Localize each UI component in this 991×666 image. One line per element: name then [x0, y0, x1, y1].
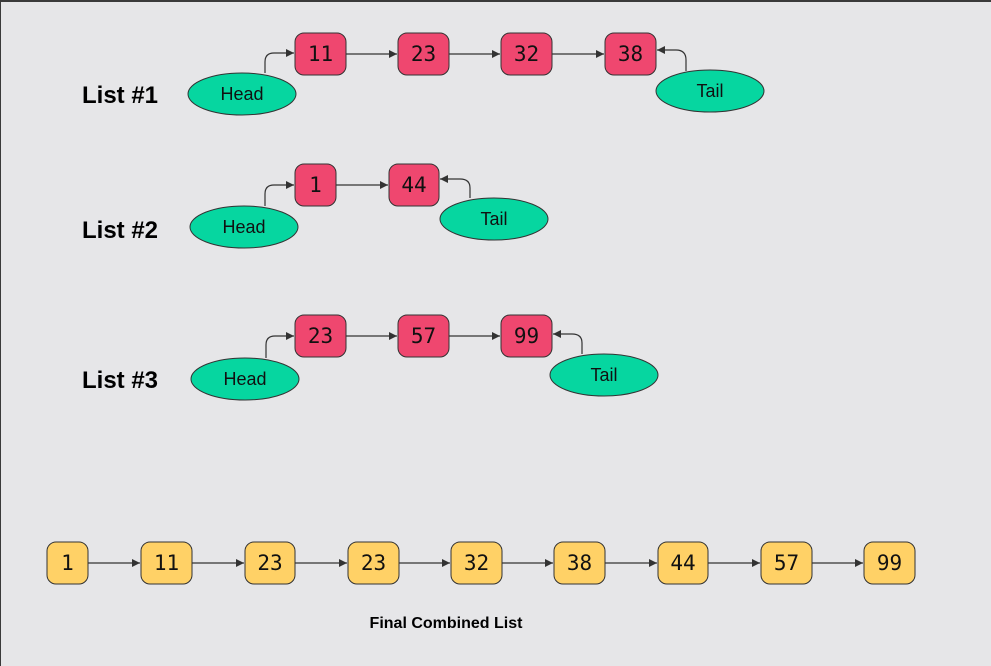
combined-node-8: 57 [760, 541, 813, 585]
combined-node-5: 32 [450, 541, 503, 585]
list-1-tail-label: Tail [696, 81, 723, 101]
list-1-node-4: 38 [604, 32, 657, 76]
list-1-node-2: 23 [397, 32, 450, 76]
list-3-node-1: 23 [294, 314, 347, 358]
list-3-label: List #3 [82, 367, 158, 394]
list-2: List #2 Head 1 44 Tail [82, 163, 549, 249]
list-3-node-1-value: 23 [308, 324, 333, 348]
combined-node-6: 38 [553, 541, 606, 585]
list-3-tail-label: Tail [590, 365, 617, 385]
combined-list: 1 11 23 23 32 38 44 57 [46, 541, 916, 632]
list-2-node-1: 1 [294, 163, 337, 207]
combined-node-9-value: 99 [877, 551, 902, 575]
combined-node-7: 44 [657, 541, 709, 585]
list-2-node-2: 44 [388, 163, 440, 207]
combined-node-8-value: 57 [774, 551, 799, 575]
list-3-node-3-value: 99 [514, 324, 539, 348]
list-1-node-1-value: 11 [308, 42, 333, 66]
list-1-node-2-value: 23 [411, 42, 436, 66]
list-1-head-arrow [264, 49, 294, 73]
list-3-node-2-value: 57 [411, 324, 436, 348]
combined-node-3: 23 [244, 541, 296, 585]
combined-node-1: 1 [46, 541, 89, 585]
combined-node-3-value: 23 [257, 551, 282, 575]
list-2-tail-arrow [440, 175, 471, 198]
window-left-border [0, 0, 1, 666]
list-1-node-3-value: 32 [514, 42, 539, 66]
list-3-tail-pointer: Tail [549, 353, 659, 397]
combined-node-2: 11 [140, 541, 193, 585]
list-3-head-label: Head [223, 369, 266, 389]
list-1-label: List #1 [82, 82, 158, 109]
list-1-node-1: 11 [294, 32, 347, 76]
list-1-tail-arrow [657, 46, 687, 71]
combined-node-6-value: 38 [567, 551, 592, 575]
list-1-head-pointer: Head [187, 72, 297, 116]
list-3-head-pointer: Head [190, 357, 300, 401]
list-2-label: List #2 [82, 217, 158, 244]
list-3-tail-arrow [553, 330, 583, 354]
list-3-head-arrow [265, 332, 294, 358]
window-top-border [0, 0, 991, 2]
list-2-head-pointer: Head [189, 205, 299, 249]
list-2-head-label: Head [222, 217, 265, 237]
list-1-head-label: Head [220, 84, 263, 104]
combined-node-5-value: 32 [464, 551, 489, 575]
list-2-head-arrow [264, 181, 294, 206]
list-1-node-4-value: 38 [618, 42, 643, 66]
list-1: List #1 Head 11 23 32 38 Tail [82, 32, 765, 116]
combined-node-9: 99 [863, 541, 916, 585]
combined-node-1-value: 1 [61, 551, 74, 575]
list-1-node-3: 32 [500, 32, 553, 76]
list-2-tail-pointer: Tail [439, 197, 549, 241]
combined-node-7-value: 44 [670, 551, 695, 575]
combined-node-4: 23 [347, 541, 400, 585]
list-2-node-1-value: 1 [309, 173, 322, 197]
list-3-node-2: 57 [397, 314, 450, 358]
list-3: List #3 Head 23 57 99 Tail [82, 314, 659, 401]
list-1-tail-pointer: Tail [655, 69, 765, 113]
combined-node-2-value: 11 [154, 551, 179, 575]
combined-node-4-value: 23 [361, 551, 386, 575]
combined-caption: Final Combined List [370, 615, 524, 632]
list-3-node-3: 99 [500, 314, 553, 358]
list-2-node-2-value: 44 [401, 173, 426, 197]
list-2-tail-label: Tail [480, 209, 507, 229]
